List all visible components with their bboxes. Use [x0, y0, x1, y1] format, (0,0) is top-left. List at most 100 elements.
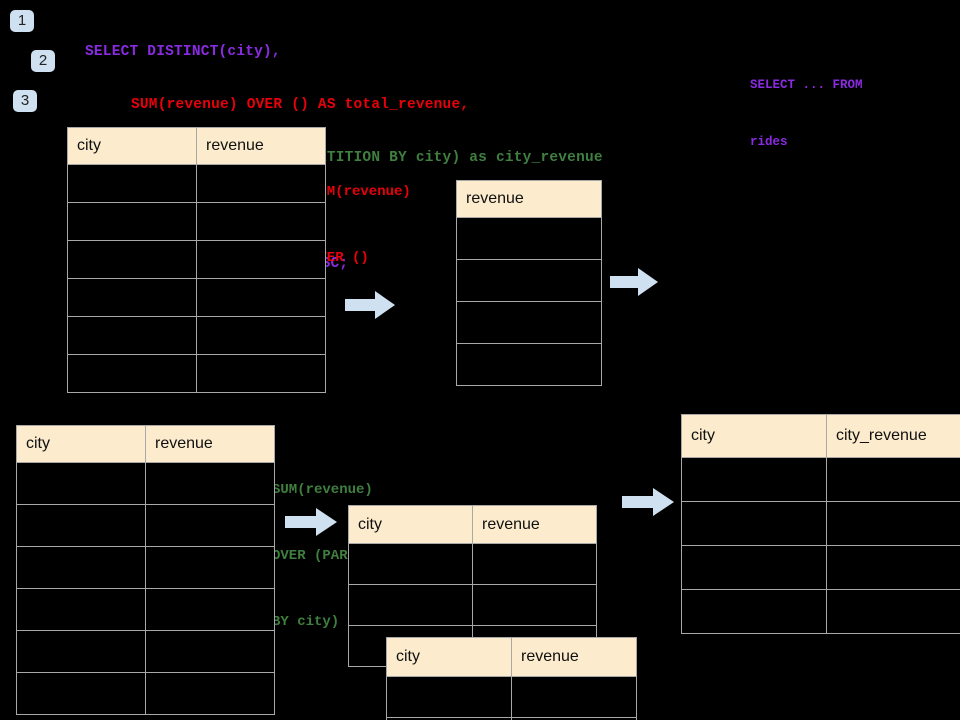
cell-city: [16, 630, 146, 673]
step-badge-2: 2: [31, 50, 55, 72]
table-row: [681, 589, 960, 634]
column-header-city: city: [16, 425, 146, 463]
cell-revenue: [145, 672, 275, 715]
cell-city: [67, 354, 197, 393]
table-row: [386, 676, 637, 718]
table-source-bottom: city revenue: [16, 425, 275, 715]
cell-city: [681, 589, 827, 634]
cell-revenue: [456, 217, 602, 260]
table-row: [348, 543, 597, 585]
cell-city: [681, 545, 827, 590]
table-row: [67, 278, 326, 317]
cell-revenue: [145, 462, 275, 505]
cell-city: [386, 676, 512, 718]
table-row: [16, 588, 275, 631]
column-header-city: city: [67, 127, 197, 165]
table-row: [456, 259, 602, 302]
table-row: [67, 164, 326, 203]
cell-city: [348, 543, 473, 585]
annotation-partition-line-3: BY city): [272, 614, 340, 630]
side-note-select-from: SELECT ... FROM rides: [750, 38, 863, 190]
column-header-city: city: [348, 505, 473, 544]
column-header-revenue: revenue: [511, 637, 637, 677]
cell-revenue: [196, 202, 326, 241]
annotation-partition-window: SUM(revenue) OVER (PARTITION BY city): [272, 435, 398, 677]
arrow-source-to-partition-icon: [285, 508, 337, 536]
cell-revenue: [145, 546, 275, 589]
table-row: [16, 546, 275, 589]
step-badge-1: 1: [10, 10, 34, 32]
cell-revenue: [511, 676, 637, 718]
table-row: [456, 343, 602, 386]
step-badge-3: 3: [13, 90, 37, 112]
cell-revenue: [456, 301, 602, 344]
cell-city: [67, 164, 197, 203]
column-header-city: city: [681, 414, 827, 458]
table-row: [456, 301, 602, 344]
table-header-row: city revenue: [16, 425, 275, 463]
cell-city: [681, 457, 827, 502]
table-source-top: city revenue: [67, 127, 326, 393]
table-partition-front: city revenue: [386, 637, 637, 720]
table-row: [348, 584, 597, 626]
sql-line-2: SUM(revenue) OVER () AS total_revenue,: [131, 97, 470, 113]
cell-city: [681, 501, 827, 546]
cell-revenue: [196, 316, 326, 355]
table-row: [16, 462, 275, 505]
table-result: city city_revenue: [681, 414, 960, 634]
annotation-partition-line-1: SUM(revenue): [272, 482, 373, 498]
cell-city: [67, 316, 197, 355]
column-header-revenue: revenue: [456, 180, 602, 218]
cell-city: [67, 202, 197, 241]
cell-revenue: [472, 584, 597, 626]
column-header-revenue: revenue: [196, 127, 326, 165]
cell-city-revenue: [826, 545, 960, 590]
table-row: [456, 217, 602, 260]
cell-revenue: [145, 504, 275, 547]
column-header-city: city: [386, 637, 512, 677]
cell-city: [348, 584, 473, 626]
cell-revenue: [456, 343, 602, 386]
sql-line-1: SELECT DISTINCT(city),: [85, 44, 281, 60]
cell-revenue: [472, 543, 597, 585]
cell-revenue: [145, 630, 275, 673]
table-total-revenue: revenue: [456, 180, 602, 386]
cell-city: [16, 546, 146, 589]
cell-city-revenue: [826, 457, 960, 502]
cell-city: [67, 278, 197, 317]
cell-revenue: [196, 164, 326, 203]
table-row: [67, 354, 326, 393]
table-row: [386, 717, 637, 720]
table-header-row: revenue: [456, 180, 602, 218]
cell-revenue: [196, 240, 326, 279]
column-header-revenue: revenue: [472, 505, 597, 544]
cell-city-revenue: [826, 589, 960, 634]
table-row: [16, 672, 275, 715]
annotation-total-line-1: SUM(revenue): [310, 184, 411, 200]
column-header-city-revenue: city_revenue: [826, 414, 960, 458]
cell-city: [16, 588, 146, 631]
table-row: [681, 545, 960, 590]
cell-city: [67, 240, 197, 279]
table-row: [67, 240, 326, 279]
side-note-line-2: rides: [750, 135, 788, 149]
cell-revenue: [456, 259, 602, 302]
cell-revenue: [145, 588, 275, 631]
arrow-partition-to-result-icon: [622, 488, 674, 516]
table-row: [16, 504, 275, 547]
table-header-row: city city_revenue: [681, 414, 960, 458]
cell-revenue: [511, 717, 637, 720]
cell-city: [16, 462, 146, 505]
column-header-revenue: revenue: [145, 425, 275, 463]
table-row: [681, 457, 960, 502]
cell-city: [16, 672, 146, 715]
table-header-row: city revenue: [348, 505, 597, 544]
table-header-row: city revenue: [67, 127, 326, 165]
cell-revenue: [196, 354, 326, 393]
arrow-total-to-result-icon: [610, 268, 658, 296]
cell-city-revenue: [826, 501, 960, 546]
cell-city: [16, 504, 146, 547]
table-row: [681, 501, 960, 546]
table-row: [16, 630, 275, 673]
